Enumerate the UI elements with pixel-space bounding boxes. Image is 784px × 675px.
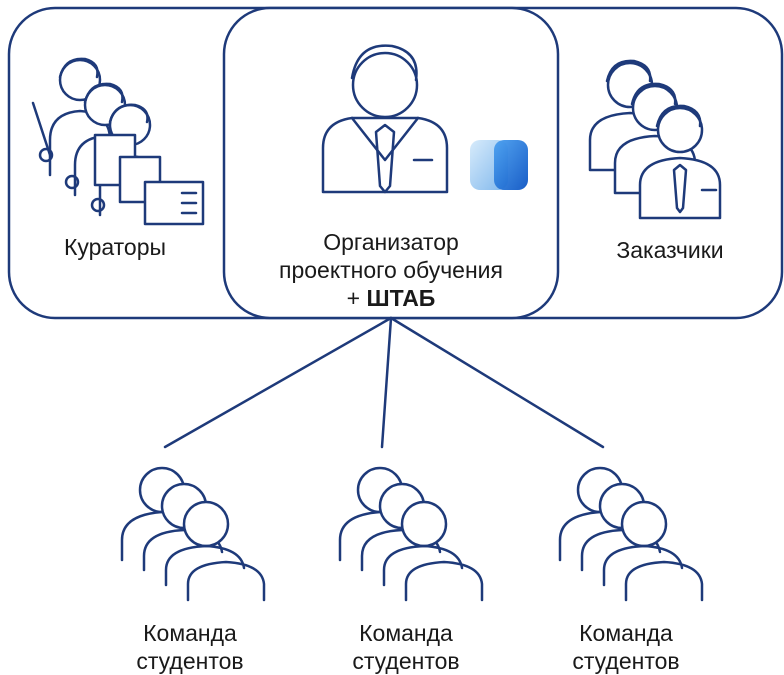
team-label-line1: Команда: [579, 620, 673, 646]
team-label-line2: студентов: [352, 648, 460, 674]
team-label-line2: студентов: [136, 648, 244, 674]
brand-logo-icon: [470, 140, 528, 190]
team-label-line1: Команда: [143, 620, 237, 646]
curators-label: Кураторы: [63, 234, 167, 260]
plus-sign: +: [346, 285, 361, 311]
organizer-label: Организатор проектного обучения + ШТАБ: [226, 228, 556, 312]
team-label-3: Команда студентов: [546, 619, 706, 675]
connector-line-team-2: [380, 316, 393, 449]
presenter-group-icon: [31, 57, 205, 226]
businessman-icon: [321, 44, 449, 194]
organizer-subtitle: проектного обучения: [279, 257, 503, 283]
organizer-staff-line: + ШТАБ: [226, 284, 556, 312]
team-label-2: Команда студентов: [326, 619, 486, 675]
team-label-line1: Команда: [359, 620, 453, 646]
organizer-title: Организатор: [323, 229, 459, 255]
customers-label: Заказчики: [616, 237, 724, 263]
team-label-line2: студентов: [572, 648, 680, 674]
business-group-icon: [588, 59, 722, 220]
staff-label: ШТАБ: [366, 285, 436, 311]
connector-line-team-3: [389, 316, 605, 449]
student-group-icon: [120, 466, 266, 602]
connector-line-team-1: [163, 316, 393, 449]
team-label-1: Команда студентов: [110, 619, 270, 675]
student-group-icon: [558, 466, 704, 602]
student-group-icon: [338, 466, 484, 602]
